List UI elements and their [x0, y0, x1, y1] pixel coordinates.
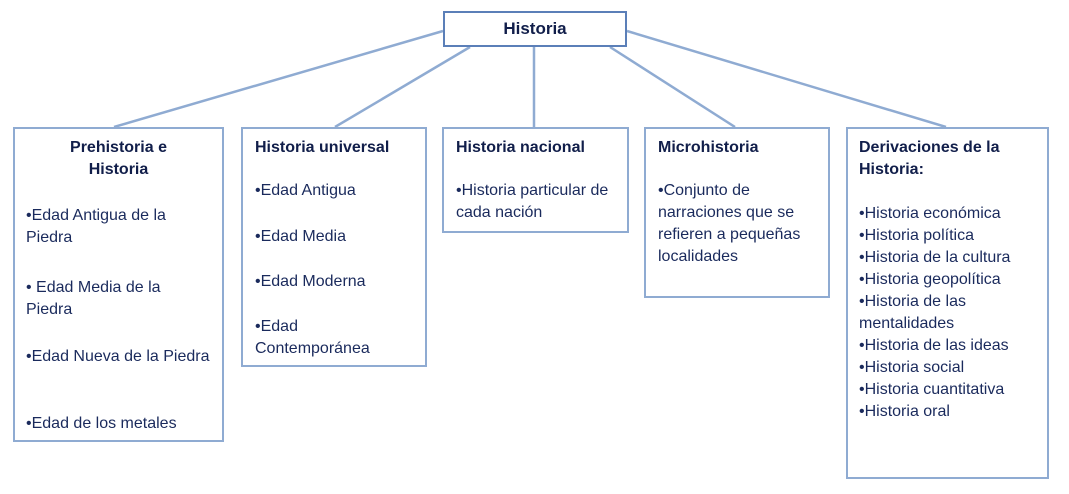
list-item: •Edad Nueva de la Piedra — [26, 348, 210, 365]
connector-derivaciones — [626, 29, 947, 129]
list-item: •Historia de las mentalidades — [859, 293, 966, 332]
list-item: •Conjunto de narraciones que se refieren… — [658, 182, 801, 265]
branch-title: Historia nacional — [456, 139, 585, 156]
branch-universal: Historia universal •Edad Antigua •Edad M… — [241, 127, 427, 367]
list-item: •Historia política — [859, 227, 974, 244]
branch-derivaciones: Derivaciones de la Historia: •Historia e… — [846, 127, 1049, 479]
connector-universal — [334, 45, 471, 129]
branch-prehistoria: Prehistoria e Historia •Edad Antigua de … — [13, 127, 224, 442]
list-item: •Historia geopolítica — [859, 271, 1001, 288]
list-item: •Historia social — [859, 359, 965, 376]
branch-microhistoria: Microhistoria •Conjunto de narraciones q… — [644, 127, 830, 298]
connector-prehistoria — [113, 29, 444, 129]
branch-title: Historia universal — [255, 139, 390, 156]
list-item: •Edad Moderna — [255, 273, 366, 290]
list-item: •Historia oral — [859, 403, 950, 420]
list-item: • Edad Media de la Piedra — [26, 279, 161, 318]
list-item: •Edad Media — [255, 228, 346, 245]
list-item: •Historia cuantitativa — [859, 381, 1005, 398]
branch-nacional: Historia nacional •Historia particular d… — [442, 127, 629, 233]
derivaciones-list: •Historia económica •Historia política •… — [859, 203, 1045, 423]
list-item: •Edad Antigua de la Piedra — [26, 207, 166, 246]
root-node-historia: Historia — [443, 11, 627, 47]
list-item: •Historia particular de cada nación — [456, 182, 609, 221]
list-item: •Edad Contemporánea — [255, 318, 370, 357]
list-item: •Historia económica — [859, 205, 1001, 222]
list-item: •Historia de la cultura — [859, 249, 1011, 266]
root-label: Historia — [503, 19, 567, 38]
branch-title: Prehistoria e Historia — [70, 139, 167, 178]
list-item: •Edad de los metales — [26, 415, 177, 432]
list-item: •Historia de las ideas — [859, 337, 1009, 354]
list-item: •Edad Antigua — [255, 182, 356, 199]
branch-title: Microhistoria — [658, 139, 759, 156]
branch-title: Derivaciones de la Historia: — [859, 139, 1000, 178]
connector-micro — [609, 45, 736, 129]
